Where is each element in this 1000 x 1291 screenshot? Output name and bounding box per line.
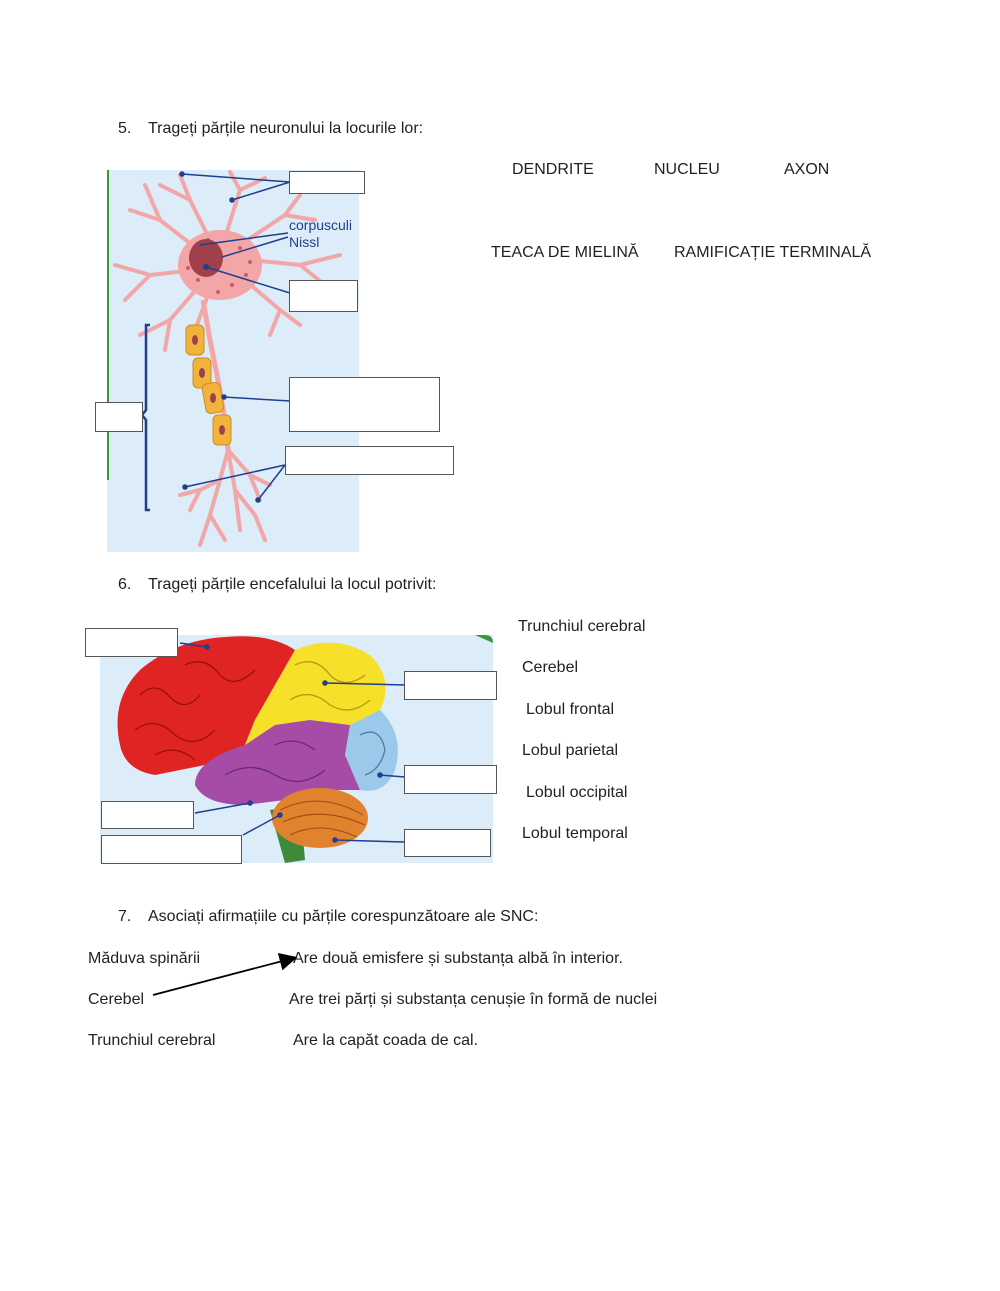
match-left-cerebellum[interactable]: Cerebel [88, 991, 145, 1008]
word-dendrite[interactable]: DENDRITE [512, 161, 594, 178]
parietal-lobe [245, 642, 386, 745]
occipital-lobe [345, 710, 398, 791]
drop-zone-cerebellum[interactable] [404, 829, 491, 857]
question-number: 7. [118, 908, 132, 925]
question-number: 6. [118, 576, 132, 593]
question-text: Asociați afirmațiile cu părțile corespun… [148, 908, 539, 925]
drop-zone-axon[interactable] [95, 402, 143, 432]
frontal-lobe [117, 636, 295, 775]
question-6: 6. Trageți părțile encefalului la locul p… [118, 575, 436, 595]
nissl-label-line2: Nissl [289, 234, 319, 250]
drop-zone-frontal[interactable] [85, 628, 178, 657]
match-left-brainstem[interactable]: Trunchiul cerebral [88, 1032, 216, 1049]
match-right-3[interactable]: Are la capăt coada de cal. [293, 1032, 479, 1049]
word-brainstem[interactable]: Trunchiul cerebral [518, 618, 646, 635]
drop-zone-temporal[interactable] [101, 801, 194, 829]
neuron-diagram: corpusculi Nissl [107, 170, 359, 552]
temporal-lobe [195, 720, 360, 805]
nissl-label-line1: corpusculi [289, 217, 352, 233]
drop-zone-myelin[interactable] [289, 377, 440, 432]
word-cerebellum[interactable]: Cerebel [522, 659, 579, 676]
match-arrow [152, 952, 298, 996]
word-frontal[interactable]: Lobul frontal [526, 701, 615, 718]
drop-zone-brainstem[interactable] [101, 835, 242, 864]
question-text: Trageți părțile encefalului la locul pot… [148, 576, 437, 593]
nucleus [189, 239, 223, 277]
question-5: 5. Trageți părțile neuronului la locurile… [118, 119, 423, 139]
question-7: 7. Asociați afirmațiile cu părțile coresp… [118, 907, 538, 927]
match-right-1[interactable]: Are două emisfere și substanța albă în i… [293, 950, 623, 967]
word-occipital[interactable]: Lobul occipital [526, 784, 628, 801]
word-axon[interactable]: AXON [784, 161, 830, 178]
word-myelin[interactable]: TEACA DE MIELINĂ [491, 244, 639, 261]
word-parietal[interactable]: Lobul parietal [522, 742, 619, 759]
drop-zone-terminal[interactable] [285, 446, 454, 475]
word-terminal[interactable]: RAMIFICAȚIE TERMINALĂ [674, 244, 872, 261]
match-left-spinal-cord[interactable]: Măduva spinării [88, 950, 201, 967]
question-text: Trageți părțile neuronului la locurile l… [148, 120, 424, 137]
word-temporal[interactable]: Lobul temporal [522, 825, 628, 842]
drop-zone-occipital[interactable] [404, 765, 497, 794]
drop-zone-nucleus[interactable] [289, 280, 358, 312]
brain-diagram [100, 635, 493, 863]
drop-zone-parietal[interactable] [404, 671, 497, 700]
question-number: 5. [118, 120, 132, 137]
match-right-2[interactable]: Are trei părți și substanța cenușie în f… [289, 991, 658, 1008]
drop-zone-dendrite[interactable] [289, 171, 365, 194]
cerebellum [272, 788, 368, 848]
word-nucleus[interactable]: NUCLEU [654, 161, 720, 178]
